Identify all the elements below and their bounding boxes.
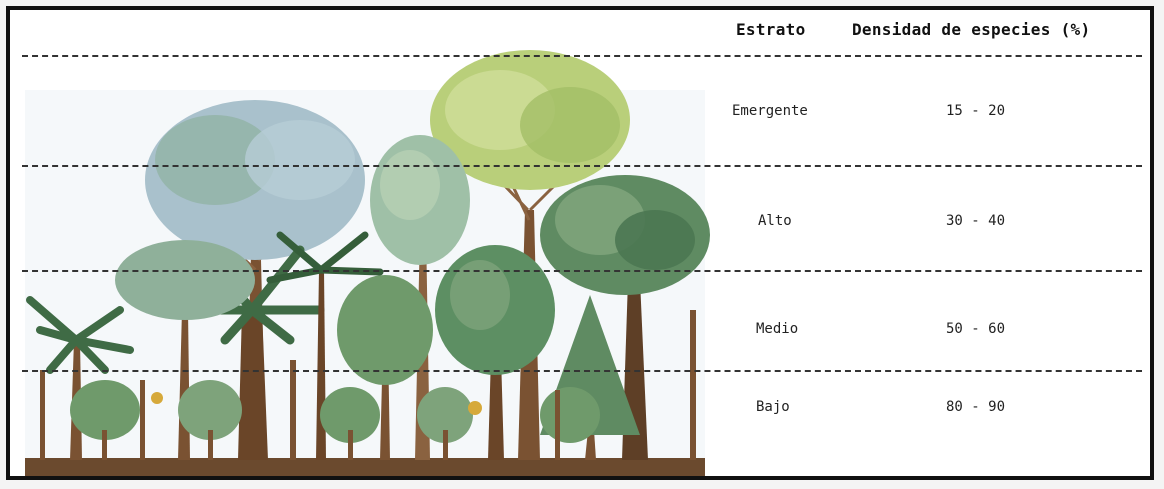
stratum-divider-top [22, 55, 1142, 57]
header-stratum: Estrato [736, 20, 806, 39]
row-stratum-high: Alto [758, 213, 792, 229]
row-density-emergent: 15 - 20 [946, 103, 1005, 119]
row-density-low: 80 - 90 [946, 399, 1005, 415]
row-density-middle: 50 - 60 [946, 321, 1005, 337]
row-density-high: 30 - 40 [946, 213, 1005, 229]
ground [25, 458, 705, 480]
row-stratum-middle: Medio [756, 321, 798, 337]
header-density: Densidad de especies (%) [852, 20, 1090, 39]
diagram-frame: Estrato Densidad de especies (%) Emergen… [6, 6, 1154, 480]
stratum-divider-emergent-high [22, 165, 1142, 167]
row-stratum-low: Bajo [756, 399, 790, 415]
stratum-divider-middle-low [22, 370, 1142, 372]
stratum-divider-high-middle [22, 270, 1142, 272]
rainforest-illustration [10, 10, 710, 480]
row-stratum-emergent: Emergente [732, 103, 808, 119]
